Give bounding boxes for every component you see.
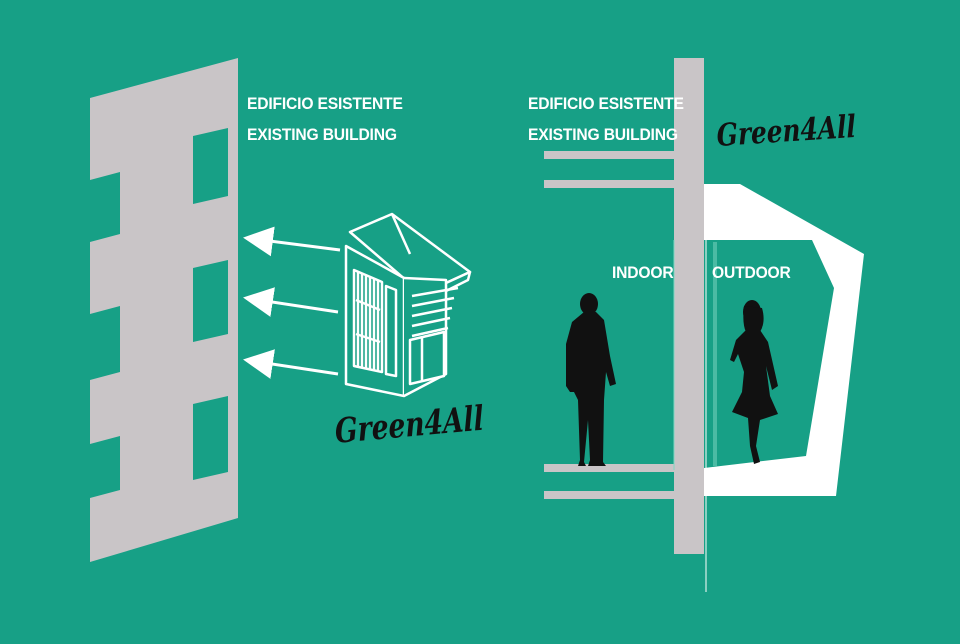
woman-silhouette-icon (730, 300, 778, 464)
glass-partition (673, 240, 717, 470)
arrow-left-icon (243, 226, 341, 257)
arrow-left-icon (243, 349, 339, 379)
man-silhouette-icon (566, 293, 616, 466)
indoor-label: INDOOR (612, 263, 674, 282)
existing-building-wall-section (674, 58, 704, 554)
left-building-label-en: EXISTING BUILDING (247, 125, 397, 144)
existing-building-facade (90, 58, 238, 562)
right-building-label-en: EXISTING BUILDING (528, 125, 678, 144)
right-building-label-it: EDIFICIO ESISTENTE (528, 94, 684, 113)
floor-slabs (544, 151, 674, 499)
outdoor-module-section (704, 184, 864, 496)
outdoor-label: OUTDOOR (712, 263, 791, 282)
left-building-label-it: EDIFICIO ESISTENTE (247, 94, 403, 113)
green4all-module-drawing (344, 212, 472, 398)
arrow-left-icon (243, 287, 339, 317)
airflow-arrows (243, 226, 341, 379)
